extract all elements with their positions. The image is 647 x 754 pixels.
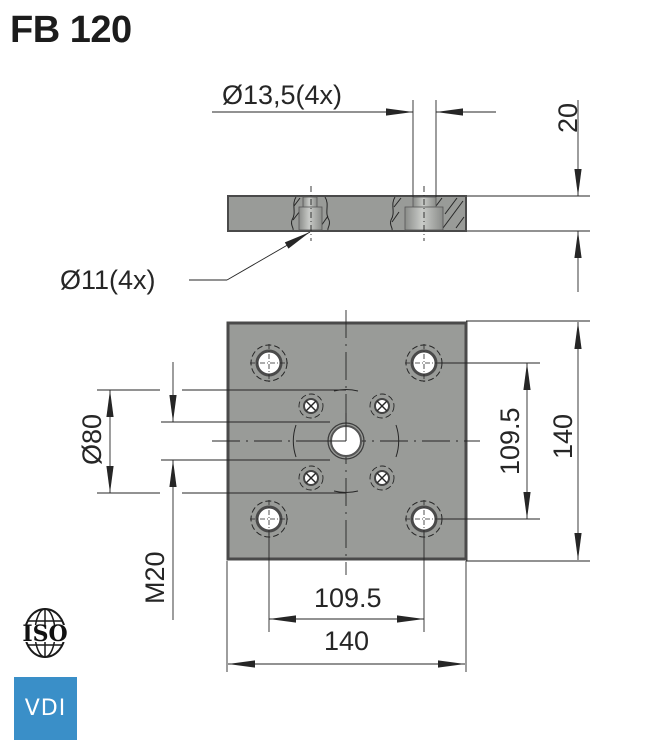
plate-height-label: 140 (548, 414, 578, 459)
bolt-circle-diameter-label: Ø80 (77, 414, 107, 465)
vertical-hole-spacing-label: 109.5 (495, 407, 525, 475)
side-hole-left (290, 196, 331, 231)
iso-logo: ISO (10, 607, 80, 659)
corner-hole-tl (250, 344, 288, 382)
small-hole-bl (298, 465, 324, 491)
part-title: FB 120 (10, 9, 132, 51)
corner-hole-bl (250, 500, 288, 538)
top-view: Ø80 M20 109.5 140 109.5 140 (77, 310, 590, 672)
horizontal-hole-spacing-label: 109.5 (314, 583, 382, 613)
vdi-logo: VDI (14, 677, 77, 740)
small-hole-br (369, 465, 395, 491)
thickness-label: 20 (553, 103, 583, 133)
small-hole-tl (298, 393, 324, 419)
counterbore-diameter-label: Ø13,5(4x) (222, 80, 342, 110)
vdi-text: VDI (24, 696, 67, 721)
globe-icon: ISO (12, 608, 78, 658)
side-view: Ø13,5(4x) Ø11(4x) 20 (60, 80, 590, 295)
small-hole-tr (369, 393, 395, 419)
plate-width-label: 140 (324, 626, 369, 656)
center-threaded-hole (318, 413, 365, 460)
through-hole-diameter-label: Ø11(4x) (60, 265, 156, 295)
thread-size-label: M20 (140, 551, 170, 604)
iso-text: ISO (22, 621, 67, 647)
